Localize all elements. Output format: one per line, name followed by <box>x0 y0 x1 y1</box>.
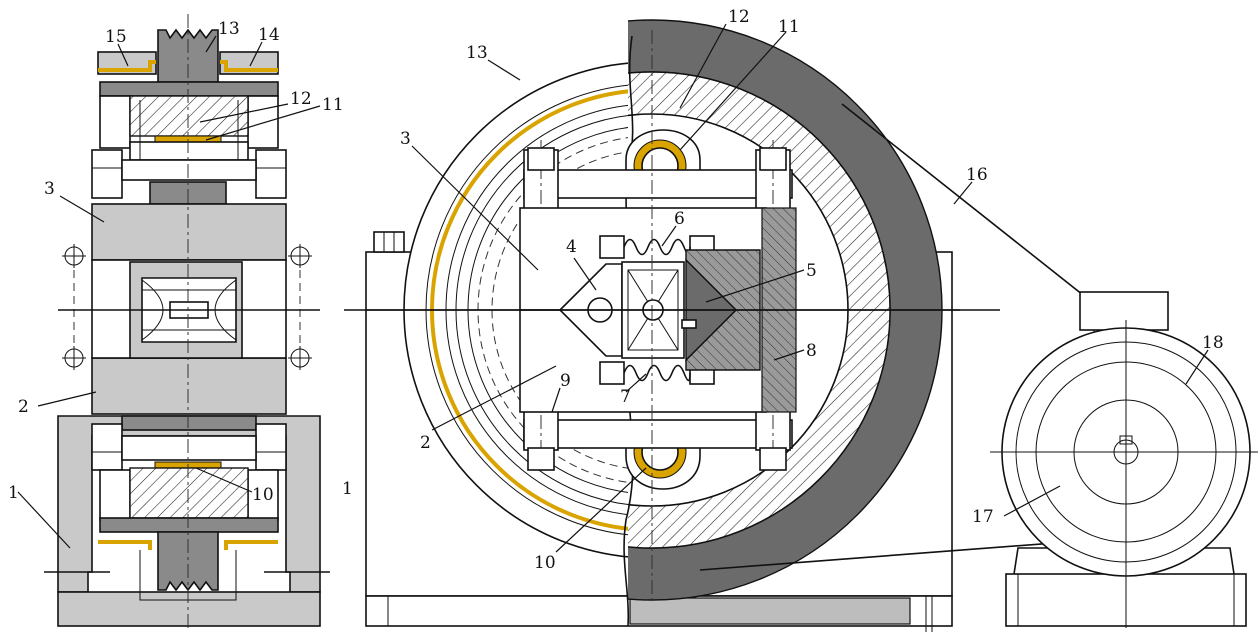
nut-br <box>255 423 287 471</box>
motor-view <box>990 291 1258 628</box>
upper-half-3 <box>91 203 287 261</box>
base-plinth <box>57 591 321 627</box>
upper-tie <box>523 169 793 199</box>
side-bolts <box>62 244 312 370</box>
label-3-front: 3 <box>400 129 411 149</box>
top-block-left <box>99 95 131 149</box>
label-4-front: 4 <box>566 237 577 257</box>
top-shaft <box>121 159 257 181</box>
top-pulley <box>157 28 219 83</box>
label-13-left: 13 <box>218 19 240 39</box>
label-15-left: 15 <box>105 27 127 47</box>
label-18-motor: 18 <box>1202 333 1224 353</box>
label-14-left: 14 <box>258 25 280 45</box>
side-section-view <box>44 14 330 628</box>
part-labels: 15 13 14 12 11 3 2 10 1 13 12 11 3 4 6 5… <box>8 7 1224 573</box>
label-2-front: 2 <box>420 433 431 453</box>
top-axle <box>129 141 249 161</box>
label-13-front: 13 <box>466 43 488 63</box>
label-1-left: 1 <box>8 483 19 503</box>
lower-tie <box>523 419 793 449</box>
top-plate <box>99 81 279 97</box>
label-10-front: 10 <box>534 553 556 573</box>
top-block-right <box>247 95 279 149</box>
label-11-front: 11 <box>778 17 800 37</box>
label-1-front: 1 <box>342 479 353 499</box>
bottom-pulley <box>157 531 219 592</box>
terminal-box <box>1079 291 1169 331</box>
label-5-front: 5 <box>806 261 817 281</box>
lower-half-2 <box>91 357 287 415</box>
label-17-motor: 17 <box>972 507 994 527</box>
bottom-shaft <box>121 435 257 461</box>
label-8-front: 8 <box>806 341 817 361</box>
label-3-left: 3 <box>44 179 55 199</box>
nut-bl <box>91 423 123 471</box>
label-2-left: 2 <box>18 397 29 417</box>
leader-lines <box>17 23 1209 553</box>
label-9-front: 9 <box>560 371 571 391</box>
label-12-front: 12 <box>728 7 750 27</box>
liner-14 <box>220 60 278 72</box>
label-12-left: 12 <box>290 89 312 109</box>
liner-15 <box>98 60 156 72</box>
label-7-front: 7 <box>620 387 631 407</box>
bottom-bearing-housing <box>129 467 249 519</box>
label-10-left: 10 <box>252 485 274 505</box>
label-16-belt: 16 <box>966 165 988 185</box>
nut-tl <box>91 149 123 199</box>
front-view <box>344 19 1161 632</box>
label-6-front: 6 <box>674 209 685 229</box>
nut-tr <box>255 149 287 199</box>
label-11-left: 11 <box>322 95 344 115</box>
